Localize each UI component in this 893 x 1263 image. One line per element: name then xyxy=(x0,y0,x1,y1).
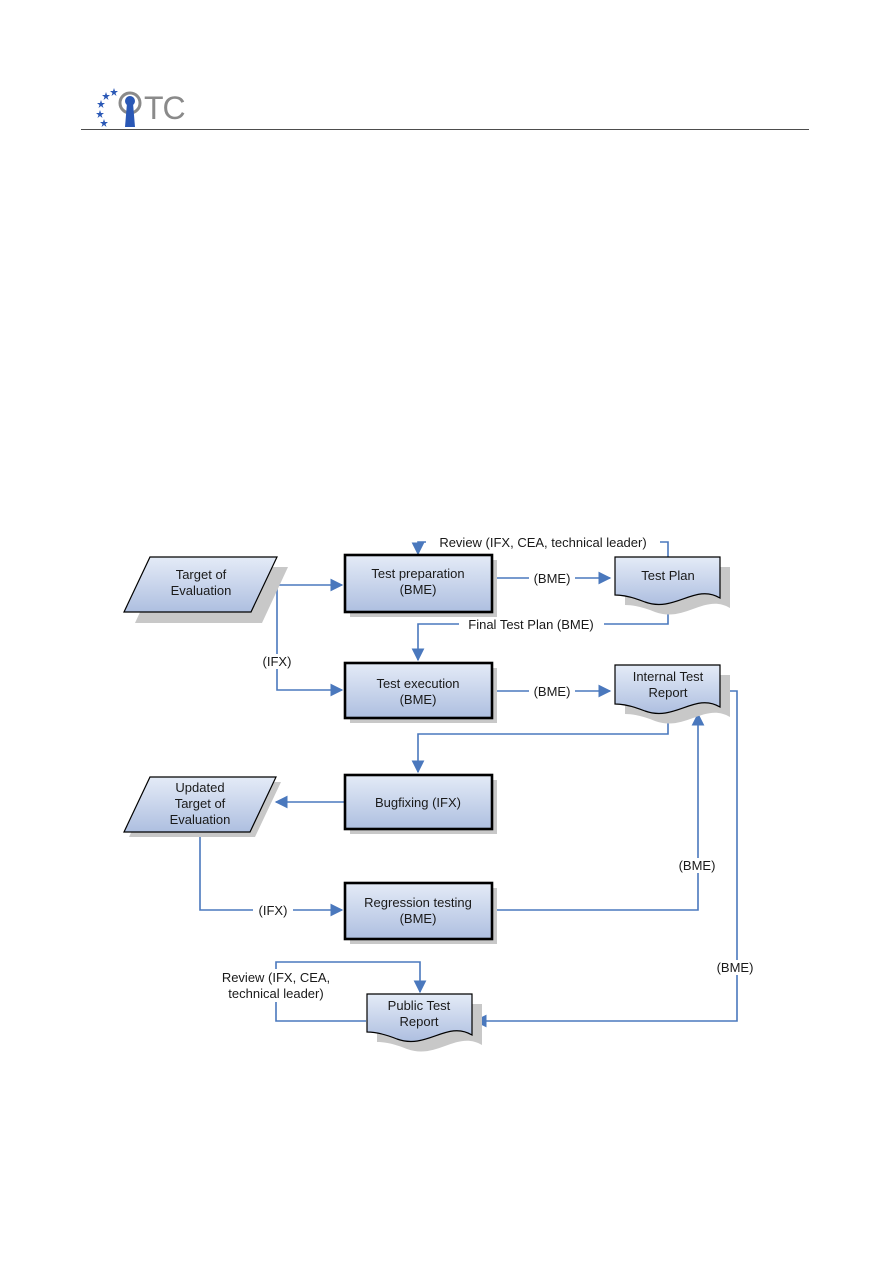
label-bme-to-internal: (BME) xyxy=(534,684,571,699)
label-bme-to-plan: (BME) xyxy=(534,571,571,586)
label-review-bottom-2: technical leader) xyxy=(228,986,323,1001)
node-target-of-evaluation xyxy=(123,556,288,623)
label-review-top: Review (IFX, CEA, technical leader) xyxy=(439,535,646,550)
node-regression-text-1: Regression testing xyxy=(364,895,472,910)
node-internal-test-report xyxy=(614,664,730,724)
node-internal-text-2: Report xyxy=(648,685,687,700)
arrow-internal-to-bugfixing xyxy=(411,720,669,774)
page-header: TC xyxy=(94,86,809,130)
label-bme-regression: (BME) xyxy=(679,858,716,873)
label-final-test-plan: Final Test Plan (BME) xyxy=(468,617,593,632)
node-test-execution xyxy=(343,661,497,723)
node-target-text-2: Evaluation xyxy=(171,583,232,598)
node-execution-text-2: (BME) xyxy=(400,692,437,707)
label-ifx-regression: (IFX) xyxy=(259,903,288,918)
arrow-regression-to-internal xyxy=(492,712,705,911)
label-ifx-left: (IFX) xyxy=(263,654,292,669)
node-updated-text-2: Target of xyxy=(175,796,226,811)
node-test-plan-text: Test Plan xyxy=(641,568,694,583)
header-rule xyxy=(81,129,809,130)
node-preparation-text-2: (BME) xyxy=(400,582,437,597)
label-bme-public: (BME) xyxy=(717,960,754,975)
node-regression-testing xyxy=(343,881,497,944)
node-updated-text-1: Updated xyxy=(175,780,224,795)
node-bugfixing xyxy=(343,773,497,834)
node-public-test-report xyxy=(366,993,482,1052)
node-test-preparation xyxy=(343,553,497,617)
arrow-updated-to-regression xyxy=(199,828,344,917)
logo-text: TC xyxy=(144,90,186,126)
node-public-text-1: Public Test xyxy=(388,998,451,1013)
node-regression-text-2: (BME) xyxy=(400,911,437,926)
arrow-review-bottom xyxy=(275,961,427,1022)
arrow-target-to-execution xyxy=(276,585,344,697)
node-bugfixing-text: Bugfixing (IFX) xyxy=(375,795,461,810)
node-updated-target xyxy=(123,776,281,837)
node-public-text-2: Report xyxy=(399,1014,438,1029)
node-execution-text-1: Test execution xyxy=(376,676,459,691)
node-internal-text-1: Internal Test xyxy=(633,669,704,684)
node-preparation-text-1: Test preparation xyxy=(371,566,464,581)
node-test-plan xyxy=(614,556,730,615)
node-updated-text-3: Evaluation xyxy=(170,812,231,827)
node-target-text-1: Target of xyxy=(176,567,227,582)
label-review-bottom-1: Review (IFX, CEA, xyxy=(222,970,330,985)
itc-logo-icon xyxy=(96,88,142,127)
